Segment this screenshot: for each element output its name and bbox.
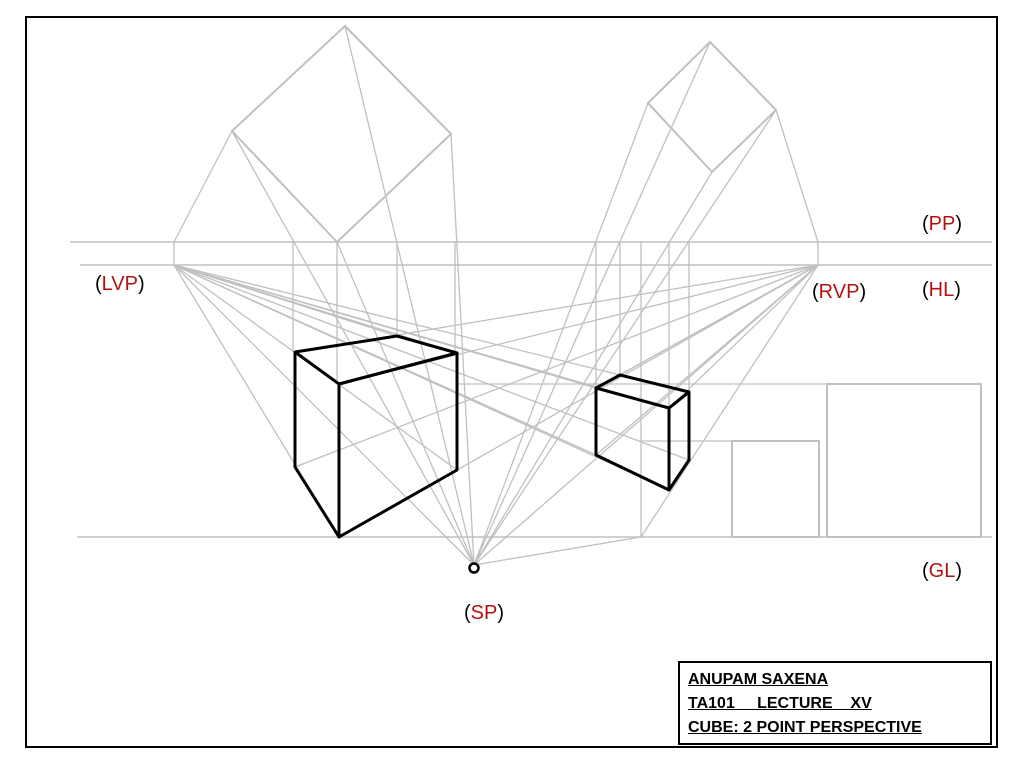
rvp-convergence xyxy=(640,264,819,538)
visual-ray xyxy=(173,264,475,566)
station-point-marker xyxy=(468,562,480,574)
label-pp: (PP) xyxy=(922,213,963,235)
label-gl: (GL) xyxy=(922,560,963,582)
lvp-convergence xyxy=(173,264,690,393)
label-sp: (SP) xyxy=(464,602,505,624)
course-lecture: TA101 LECTURE XV xyxy=(688,695,872,712)
drawing-border xyxy=(25,16,998,748)
visual-ray xyxy=(231,130,475,566)
drawing-title: CUBE: 2 POINT PERSPECTIVE xyxy=(688,719,922,736)
elevation-square-large xyxy=(826,383,982,538)
visual-ray xyxy=(473,536,642,566)
parallel-ray xyxy=(173,130,233,243)
visual-ray xyxy=(473,109,777,566)
rvp-convergence xyxy=(595,264,819,456)
rvp-convergence xyxy=(619,264,819,376)
lvp-convergence xyxy=(173,264,398,337)
title-block: ANUPAM SAXENA TA101 LECTURE XV CUBE: 2 P… xyxy=(678,661,992,745)
visual-ray xyxy=(344,25,475,566)
lvp-convergence xyxy=(173,264,690,461)
plan-square-left xyxy=(230,24,453,244)
large-cube-left-face xyxy=(293,352,341,539)
author-name: ANUPAM SAXENA xyxy=(688,671,829,688)
label-lvp: (LVP) xyxy=(95,273,145,295)
small-cube-left-face xyxy=(594,388,671,492)
large-cube-right-face xyxy=(338,351,459,539)
plan-square-right xyxy=(646,40,778,174)
rvp-convergence xyxy=(294,264,819,468)
visual-ray xyxy=(473,41,711,566)
label-rvp: (RVP) xyxy=(812,281,867,303)
lvp-convergence xyxy=(173,264,597,456)
visual-ray xyxy=(336,241,475,566)
visual-ray xyxy=(473,264,819,566)
visual-ray xyxy=(473,102,649,566)
lvp-convergence xyxy=(173,264,597,389)
label-hl: (HL) xyxy=(922,279,961,301)
parallel-ray xyxy=(775,109,819,243)
elevation-square-small xyxy=(731,440,820,538)
small-cube-right-face xyxy=(667,390,691,491)
